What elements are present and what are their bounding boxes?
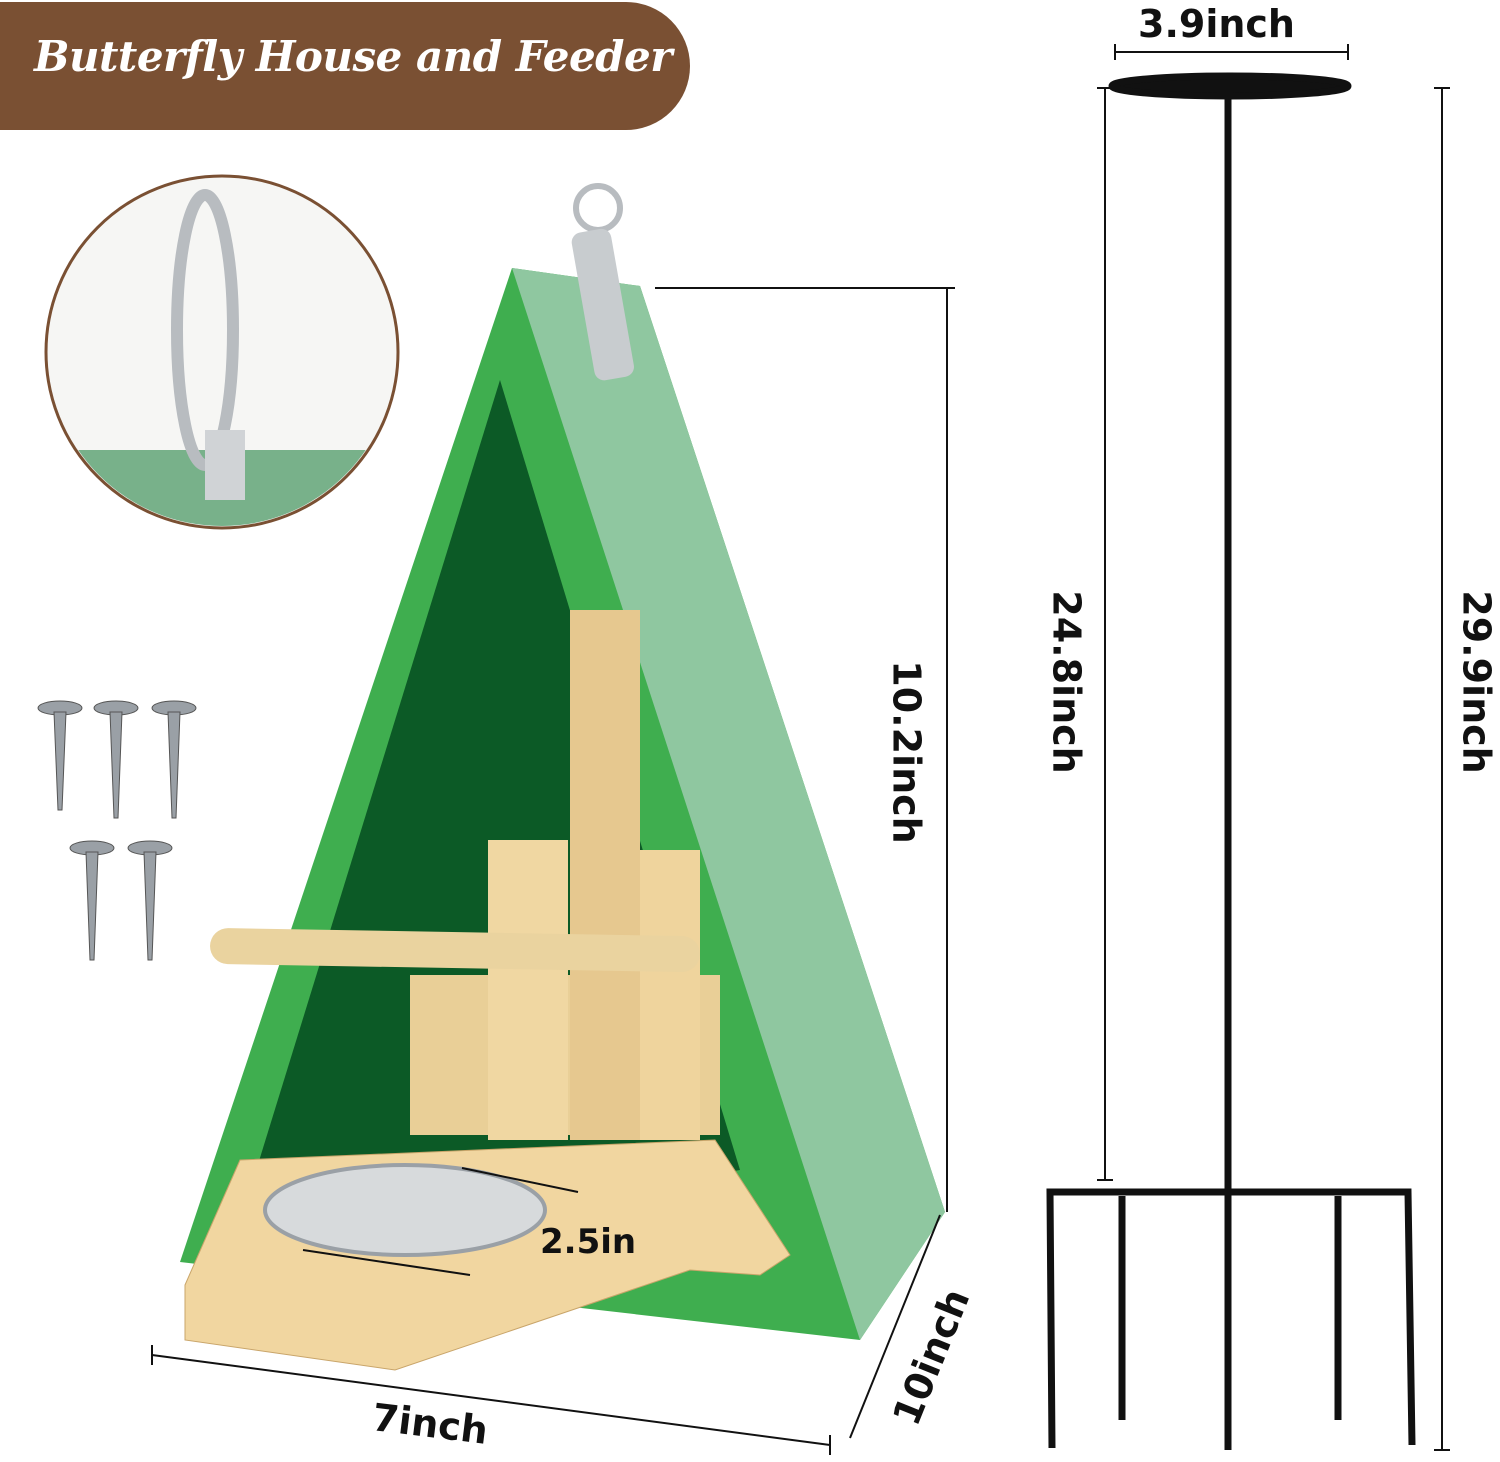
- dimension-lines: [151, 44, 1450, 1455]
- stake-shaft-height-label: 24.8inch: [1044, 590, 1089, 774]
- title-banner: Butterfly House and Feeder: [0, 2, 690, 130]
- dish-diameter-label: 2.5in: [540, 1222, 637, 1262]
- stake-top-width-label: 3.9inch: [1138, 2, 1295, 46]
- title-text: Butterfly House and Feeder: [34, 32, 672, 81]
- house-height-label: 10.2inch: [884, 660, 929, 844]
- hanging-ring-detail-inset: [44, 174, 400, 530]
- butterfly-house: [180, 183, 945, 1371]
- stake-total-height-label: 29.9inch: [1454, 590, 1499, 774]
- garden-stake: [1046, 72, 1416, 1450]
- screws-icon: [37, 700, 197, 961]
